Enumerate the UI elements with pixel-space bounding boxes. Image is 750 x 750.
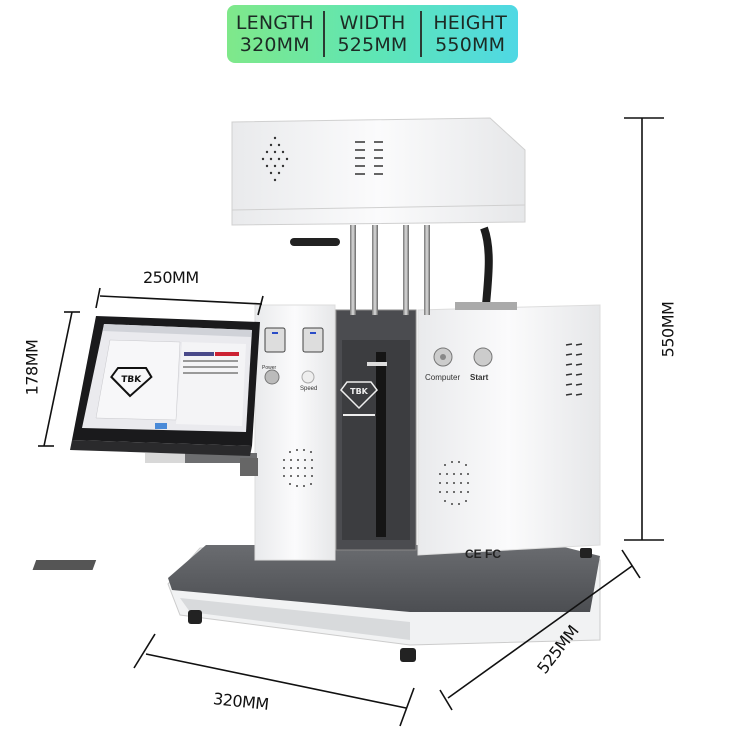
spec-badge: LENGTH 320MM WIDTH 525MM HEIGHT 550MM [227,5,518,63]
spec-height: HEIGHT 550MM [422,5,518,63]
power-label: Power [262,365,277,371]
spec-width-label: WIDTH [339,12,406,34]
spec-divider [322,11,325,57]
svg-text:TBK: TBK [121,375,143,385]
certification-marks: CE FC [465,547,501,561]
spec-height-label: HEIGHT [433,12,508,34]
svg-text:TBK: TBK [350,387,369,396]
spec-length-value: 320MM [239,34,310,56]
spec-length: LENGTH 320MM [227,5,323,63]
base-platform [32,545,601,662]
spec-width: WIDTH 525MM [325,5,421,63]
monitor-height-label: 178MM [22,339,42,396]
spec-divider [420,11,423,57]
spec-height-value: 550MM [435,34,506,56]
start-label: Start [470,373,489,382]
speed-label: Speed [300,386,318,392]
monitor-width-label: 250MM [143,268,199,287]
spec-width-value: 525MM [337,34,408,56]
monitor: TBK [70,316,260,456]
machine-height-label: 550MM [658,301,678,358]
dimension-lines [38,117,664,727]
computer-label: Computer [425,373,461,382]
spec-length-label: LENGTH [235,12,314,34]
